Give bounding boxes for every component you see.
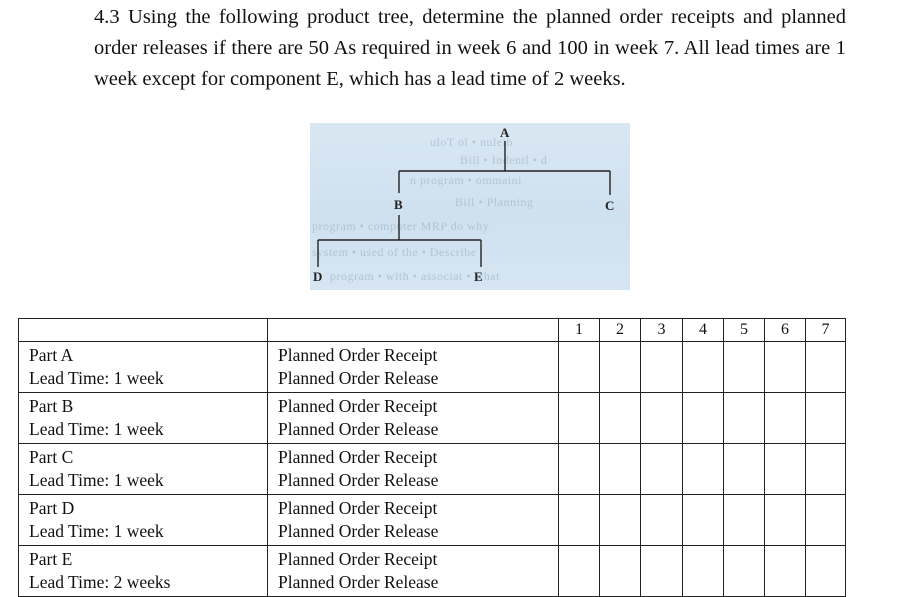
- table-header-row: 1 2 3 4 5 6 7: [18, 318, 846, 342]
- plan-cell: Planned Order Receipt Planned Order Rele…: [267, 494, 559, 546]
- part-lead-time: Lead Time: 1 week: [29, 419, 164, 439]
- plan-cell: Planned Order Receipt Planned Order Rele…: [267, 392, 559, 444]
- week-cell[interactable]: [805, 545, 846, 597]
- week-cell[interactable]: [682, 494, 724, 546]
- week-cell[interactable]: [558, 392, 600, 444]
- week-cell[interactable]: [805, 392, 846, 444]
- part-lead-time: Lead Time: 1 week: [29, 470, 164, 490]
- planned-order-receipt-label: Planned Order Receipt: [278, 345, 438, 365]
- table-row-part-c: Part C Lead Time: 1 week Planned Order R…: [18, 443, 846, 495]
- week-cell[interactable]: [599, 494, 641, 546]
- week-cell[interactable]: [682, 545, 724, 597]
- week-header-6: 6: [764, 318, 806, 342]
- week-header-1: 1: [558, 318, 600, 342]
- week-header-5: 5: [723, 318, 765, 342]
- week-cell[interactable]: [599, 545, 641, 597]
- week-header-7: 7: [805, 318, 846, 342]
- week-cell[interactable]: [805, 443, 846, 495]
- planned-order-receipt-label: Planned Order Receipt: [278, 498, 438, 518]
- planned-order-receipt-label: Planned Order Receipt: [278, 396, 438, 416]
- week-cell[interactable]: [599, 341, 641, 393]
- week-cell[interactable]: [723, 392, 765, 444]
- week-cell[interactable]: [558, 341, 600, 393]
- part-name: Part A: [29, 345, 74, 365]
- tree-node-b: B: [394, 197, 403, 212]
- week-cell[interactable]: [558, 494, 600, 546]
- header-blank-part: [18, 318, 268, 342]
- tree-lines: [317, 141, 611, 267]
- plan-cell: Planned Order Receipt Planned Order Rele…: [267, 341, 559, 393]
- plan-cell: Planned Order Receipt Planned Order Rele…: [267, 545, 559, 597]
- week-cell[interactable]: [558, 545, 600, 597]
- part-lead-time: Lead Time: 2 weeks: [29, 572, 171, 592]
- tree-node-d: D: [313, 269, 323, 284]
- planned-order-receipt-label: Planned Order Receipt: [278, 447, 438, 467]
- planned-order-release-label: Planned Order Release: [278, 470, 439, 490]
- week-cell[interactable]: [723, 443, 765, 495]
- week-cell[interactable]: [558, 443, 600, 495]
- week-cell[interactable]: [764, 341, 806, 393]
- week-cell[interactable]: [682, 443, 724, 495]
- tree-node-e: E: [474, 269, 483, 284]
- table-row-part-e: Part E Lead Time: 2 weeks Planned Order …: [18, 545, 846, 597]
- week-cell[interactable]: [599, 443, 641, 495]
- header-blank-plan: [267, 318, 559, 342]
- week-cell[interactable]: [682, 392, 724, 444]
- part-cell: Part D Lead Time: 1 week: [18, 494, 268, 546]
- tree-node-a: A: [500, 125, 510, 140]
- week-cell[interactable]: [764, 443, 806, 495]
- question-text: 4.3 Using the following product tree, de…: [94, 6, 846, 90]
- planned-order-release-label: Planned Order Release: [278, 572, 439, 592]
- table-row-part-a: Part A Lead Time: 1 week Planned Order R…: [18, 341, 846, 393]
- mrp-table: 1 2 3 4 5 6 7 Part A Lead Time: 1 week P…: [18, 318, 846, 597]
- week-cell[interactable]: [640, 392, 683, 444]
- planned-order-receipt-label: Planned Order Receipt: [278, 549, 438, 569]
- product-tree-figure: uloT ol • nuleib Bill • Indentl • d n pr…: [310, 123, 630, 290]
- part-lead-time: Lead Time: 1 week: [29, 521, 164, 541]
- week-cell[interactable]: [805, 341, 846, 393]
- week-header-2: 2: [599, 318, 641, 342]
- week-cell[interactable]: [723, 545, 765, 597]
- part-cell: Part C Lead Time: 1 week: [18, 443, 268, 495]
- planned-order-release-label: Planned Order Release: [278, 419, 439, 439]
- part-name: Part D: [29, 498, 75, 518]
- week-header-4: 4: [682, 318, 724, 342]
- week-cell[interactable]: [764, 494, 806, 546]
- week-cell[interactable]: [805, 494, 846, 546]
- week-cell[interactable]: [640, 443, 683, 495]
- week-cell[interactable]: [640, 341, 683, 393]
- table-row-part-b: Part B Lead Time: 1 week Planned Order R…: [18, 392, 846, 444]
- week-cell[interactable]: [599, 392, 641, 444]
- part-cell: Part A Lead Time: 1 week: [18, 341, 268, 393]
- planned-order-release-label: Planned Order Release: [278, 521, 439, 541]
- week-cell[interactable]: [723, 494, 765, 546]
- week-cell[interactable]: [723, 341, 765, 393]
- part-name: Part C: [29, 447, 74, 467]
- week-cell[interactable]: [640, 494, 683, 546]
- part-name: Part B: [29, 396, 74, 416]
- part-lead-time: Lead Time: 1 week: [29, 368, 164, 388]
- part-cell: Part E Lead Time: 2 weeks: [18, 545, 268, 597]
- table-row-part-d: Part D Lead Time: 1 week Planned Order R…: [18, 494, 846, 546]
- week-cell[interactable]: [682, 341, 724, 393]
- week-cell[interactable]: [764, 392, 806, 444]
- week-header-3: 3: [640, 318, 683, 342]
- part-name: Part E: [29, 549, 73, 569]
- week-cell[interactable]: [764, 545, 806, 597]
- week-cell[interactable]: [640, 545, 683, 597]
- part-cell: Part B Lead Time: 1 week: [18, 392, 268, 444]
- planned-order-release-label: Planned Order Release: [278, 368, 439, 388]
- tree-node-c: C: [605, 198, 615, 213]
- plan-cell: Planned Order Receipt Planned Order Rele…: [267, 443, 559, 495]
